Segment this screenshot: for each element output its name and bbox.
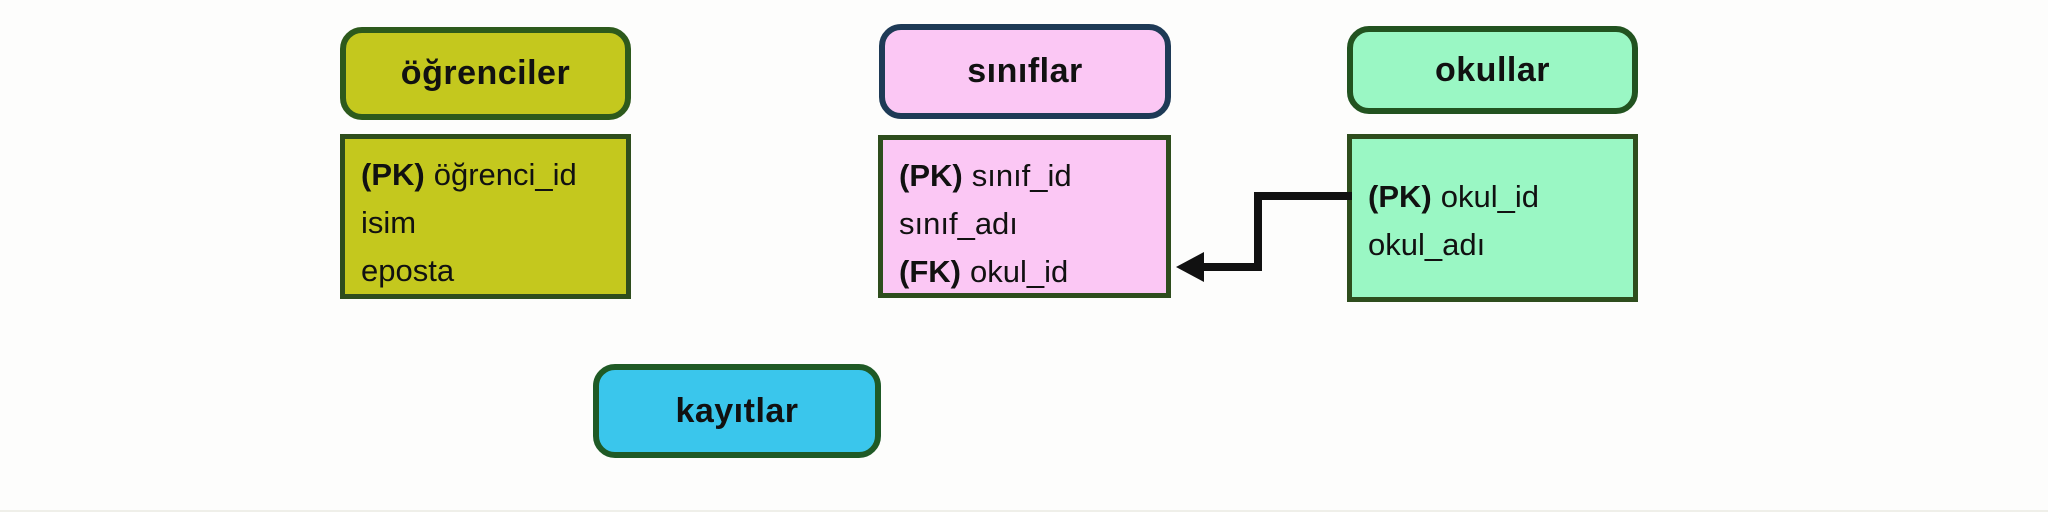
relationship-arrow-okullar-to-siniflar	[1176, 192, 1352, 282]
field-name-label: sınıf_adı	[899, 206, 1018, 241]
field-row: isim	[361, 199, 620, 247]
entity-kayitlar-header: kayıtlar	[593, 364, 881, 458]
field-row: sınıf_adı	[899, 200, 1160, 248]
entity-kayitlar-title: kayıtlar	[675, 391, 799, 430]
field-name-label: sınıf_id	[971, 158, 1072, 193]
field-row: okul_adı	[1368, 221, 1627, 269]
field-row: (PK)öğrenci_id	[361, 151, 620, 199]
field-name-label: okul_id	[969, 254, 1069, 289]
entity-ogrenciler-fields: (PK)öğrenci_id isim eposta	[340, 134, 631, 299]
field-row: (PK)sınıf_id	[899, 152, 1160, 200]
relationship-connector-line	[1200, 192, 1352, 271]
entity-siniflar-header: sınıflar	[879, 24, 1171, 119]
field-name-label: isim	[361, 205, 417, 240]
field-name-label: okul_adı	[1368, 227, 1486, 262]
field-key-label: (PK)	[361, 157, 425, 192]
field-name-label: öğrenci_id	[433, 157, 577, 192]
entity-ogrenciler-header: öğrenciler	[340, 27, 631, 120]
field-key-label: (PK)	[1368, 179, 1432, 214]
entity-siniflar-fields: (PK)sınıf_id sınıf_adı (FK)okul_id	[878, 135, 1171, 298]
field-key-label: (FK)	[899, 254, 961, 289]
field-row: (FK)okul_id	[899, 248, 1160, 296]
entity-okullar-fields: (PK)okul_id okul_adı	[1347, 134, 1638, 302]
entity-ogrenciler-title: öğrenciler	[400, 54, 571, 92]
field-key-label: (PK)	[899, 158, 963, 193]
bottom-edge-artifact	[0, 510, 2048, 512]
field-row: (PK)okul_id	[1368, 173, 1627, 221]
field-name-label: okul_id	[1440, 179, 1539, 214]
entity-okullar-header: okullar	[1347, 26, 1638, 114]
field-row: eposta	[361, 247, 620, 295]
entity-okullar-title: okullar	[1435, 50, 1550, 89]
field-name-label: eposta	[361, 253, 455, 288]
entity-siniflar-title: sınıflar	[967, 52, 1083, 90]
arrowhead-left-icon	[1176, 252, 1204, 282]
